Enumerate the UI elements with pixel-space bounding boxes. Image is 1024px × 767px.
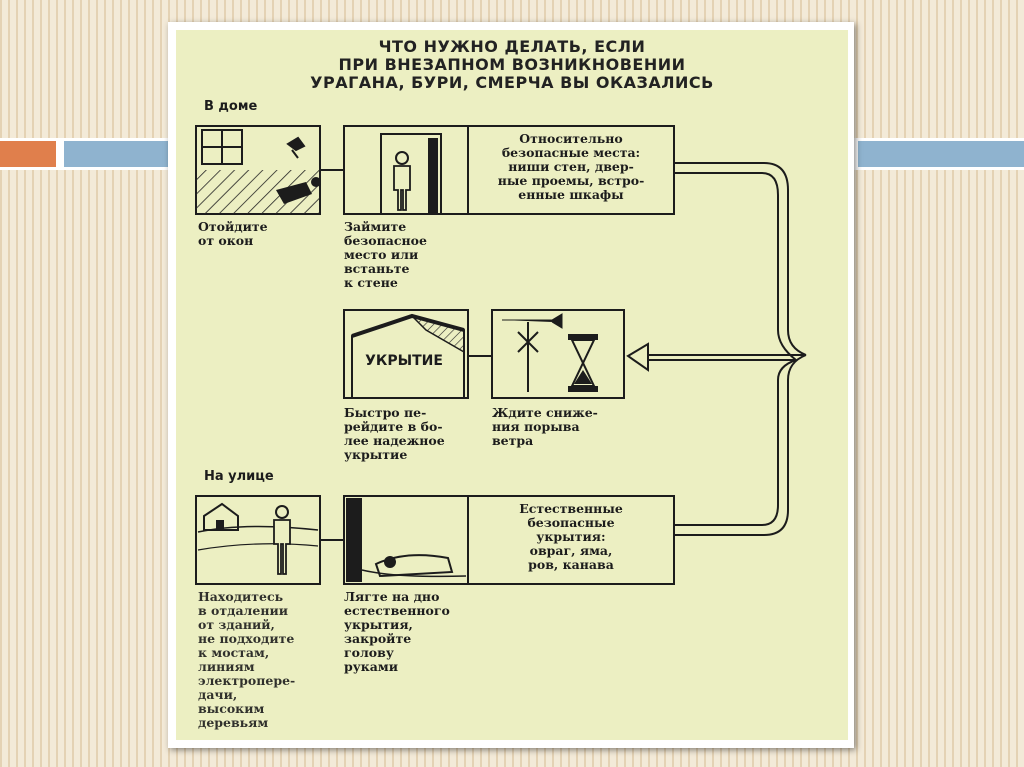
shelter-label: УКРЫТИЕ [365, 353, 443, 369]
caption-stay-away: Находитесь в отдалении от зданий, не под… [198, 589, 296, 730]
text-natural-shelters: Естественные безопасные укрытия: овраг, … [519, 501, 623, 572]
house-icon [203, 502, 239, 531]
natural-shelters-box [467, 495, 675, 585]
doorframe-icon [380, 133, 442, 215]
title-line-3: УРАГАНА, БУРИ, СМЕРЧА ВЫ ОКАЗАЛИСЬ [310, 72, 714, 92]
caption-safe-place: Займите безопасное место или встаньте к … [344, 219, 427, 290]
window-panel [195, 125, 321, 215]
section-label-street: На улице [204, 469, 274, 484]
accent-bar-blue-right [858, 141, 1024, 167]
standing-person-icon [395, 151, 409, 165]
caption-move-shelter: Быстро пе- рейдите в бо- лее надежное ук… [344, 405, 445, 462]
diagram-title: ЧТО НУЖНО ДЕЛАТЬ, ЕСЛИ ПРИ ВНЕЗАПНОМ ВОЗ… [176, 38, 848, 92]
flow-bracket [646, 162, 807, 536]
accent-bar-orange [0, 141, 56, 167]
doorway-panel [343, 125, 675, 215]
caption-window: Отойдите от окон [198, 219, 268, 248]
hourglass-icon [568, 334, 598, 392]
scanned-diagram: ЧТО НУЖНО ДЕЛАТЬ, ЕСЛИ ПРИ ВНЕЗАПНОМ ВОЗ… [176, 30, 848, 740]
wait-panel [491, 309, 625, 399]
shelter-panel [343, 309, 469, 399]
diagram-graphics [195, 125, 807, 585]
accent-bar-blue-left [64, 141, 176, 167]
caption-lie-down: Лягте на дно естественного укрытия, закр… [344, 589, 450, 674]
caption-wait-wind: Ждите сниже- ния порыва ветра [492, 405, 598, 448]
title-line-1: ЧТО НУЖНО ДЕЛАТЬ, ЕСЛИ [378, 37, 646, 56]
arrow-head [626, 342, 649, 372]
safe-places-box [467, 125, 675, 215]
standing-person-icon-2 [275, 505, 289, 519]
debris-icon [286, 136, 306, 159]
section-label-home: В доме [204, 99, 258, 114]
title-line-2: ПРИ ВНЕЗАПНОМ ВОЗНИКНОВЕНИИ [338, 54, 686, 74]
outdoor-panel [195, 495, 321, 585]
ditch-panel [343, 495, 675, 585]
falling-person-icon [276, 182, 312, 204]
text-safe-places: Относительно безопасные места: ниши стен… [497, 131, 645, 202]
